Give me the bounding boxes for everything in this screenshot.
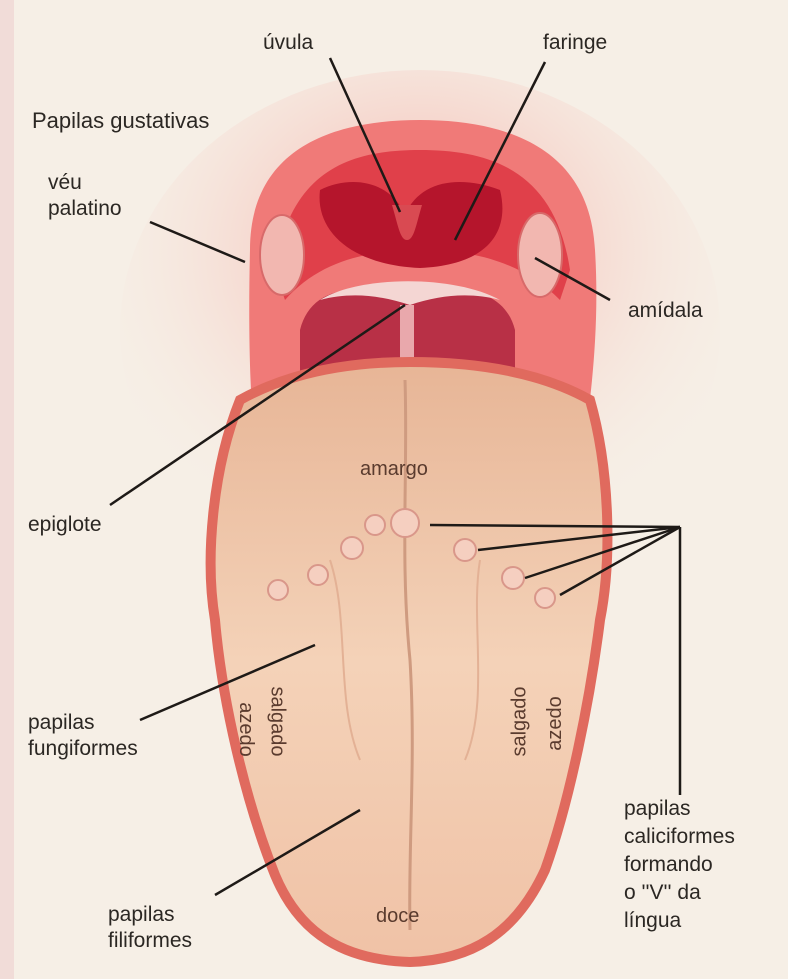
taste-zone-right-azedo: azedo bbox=[544, 696, 567, 751]
label-filiformes-line1: papilas bbox=[108, 902, 192, 928]
label-caliciformes-line4: o ''V'' da bbox=[624, 879, 735, 907]
taste-zone-right-salgado: salgado bbox=[509, 686, 532, 756]
label-fungiformes-line1: papilas bbox=[28, 710, 138, 736]
taste-zone-left-salgado: salgado bbox=[266, 686, 289, 756]
label-veu-palatino-line1: véu bbox=[48, 170, 122, 196]
label-caliciformes-line1: papilas bbox=[624, 795, 735, 823]
left-tonsil bbox=[260, 215, 304, 295]
label-papilas-caliciformes: papilas caliciformes formando o ''V'' da… bbox=[624, 795, 735, 935]
taste-zone-left-azedo: azedo bbox=[234, 702, 257, 757]
label-epiglote: epiglote bbox=[28, 512, 102, 538]
taste-zone-doce: doce bbox=[376, 905, 419, 928]
label-amidala: amídala bbox=[628, 298, 703, 324]
label-papilas-filiformes: papilas filiformes bbox=[108, 902, 192, 954]
label-caliciformes-line2: caliciformes bbox=[624, 823, 735, 851]
label-caliciformes-line3: formando bbox=[624, 851, 735, 879]
label-fungiformes-line2: fungiformes bbox=[28, 736, 138, 762]
label-veu-palatino-line2: palatino bbox=[48, 196, 122, 222]
right-tonsil bbox=[518, 213, 562, 297]
diagram-title: Papilas gustativas bbox=[32, 108, 209, 134]
label-faringe: faringe bbox=[543, 30, 607, 56]
page-edge bbox=[0, 0, 14, 979]
label-filiformes-line2: filiformes bbox=[108, 928, 192, 954]
label-papilas-fungiformes: papilas fungiformes bbox=[28, 710, 138, 762]
label-veu-palatino: véu palatino bbox=[48, 170, 122, 222]
taste-zone-amargo: amargo bbox=[360, 458, 428, 481]
label-uvula: úvula bbox=[263, 30, 313, 56]
label-caliciformes-line5: língua bbox=[624, 907, 735, 935]
